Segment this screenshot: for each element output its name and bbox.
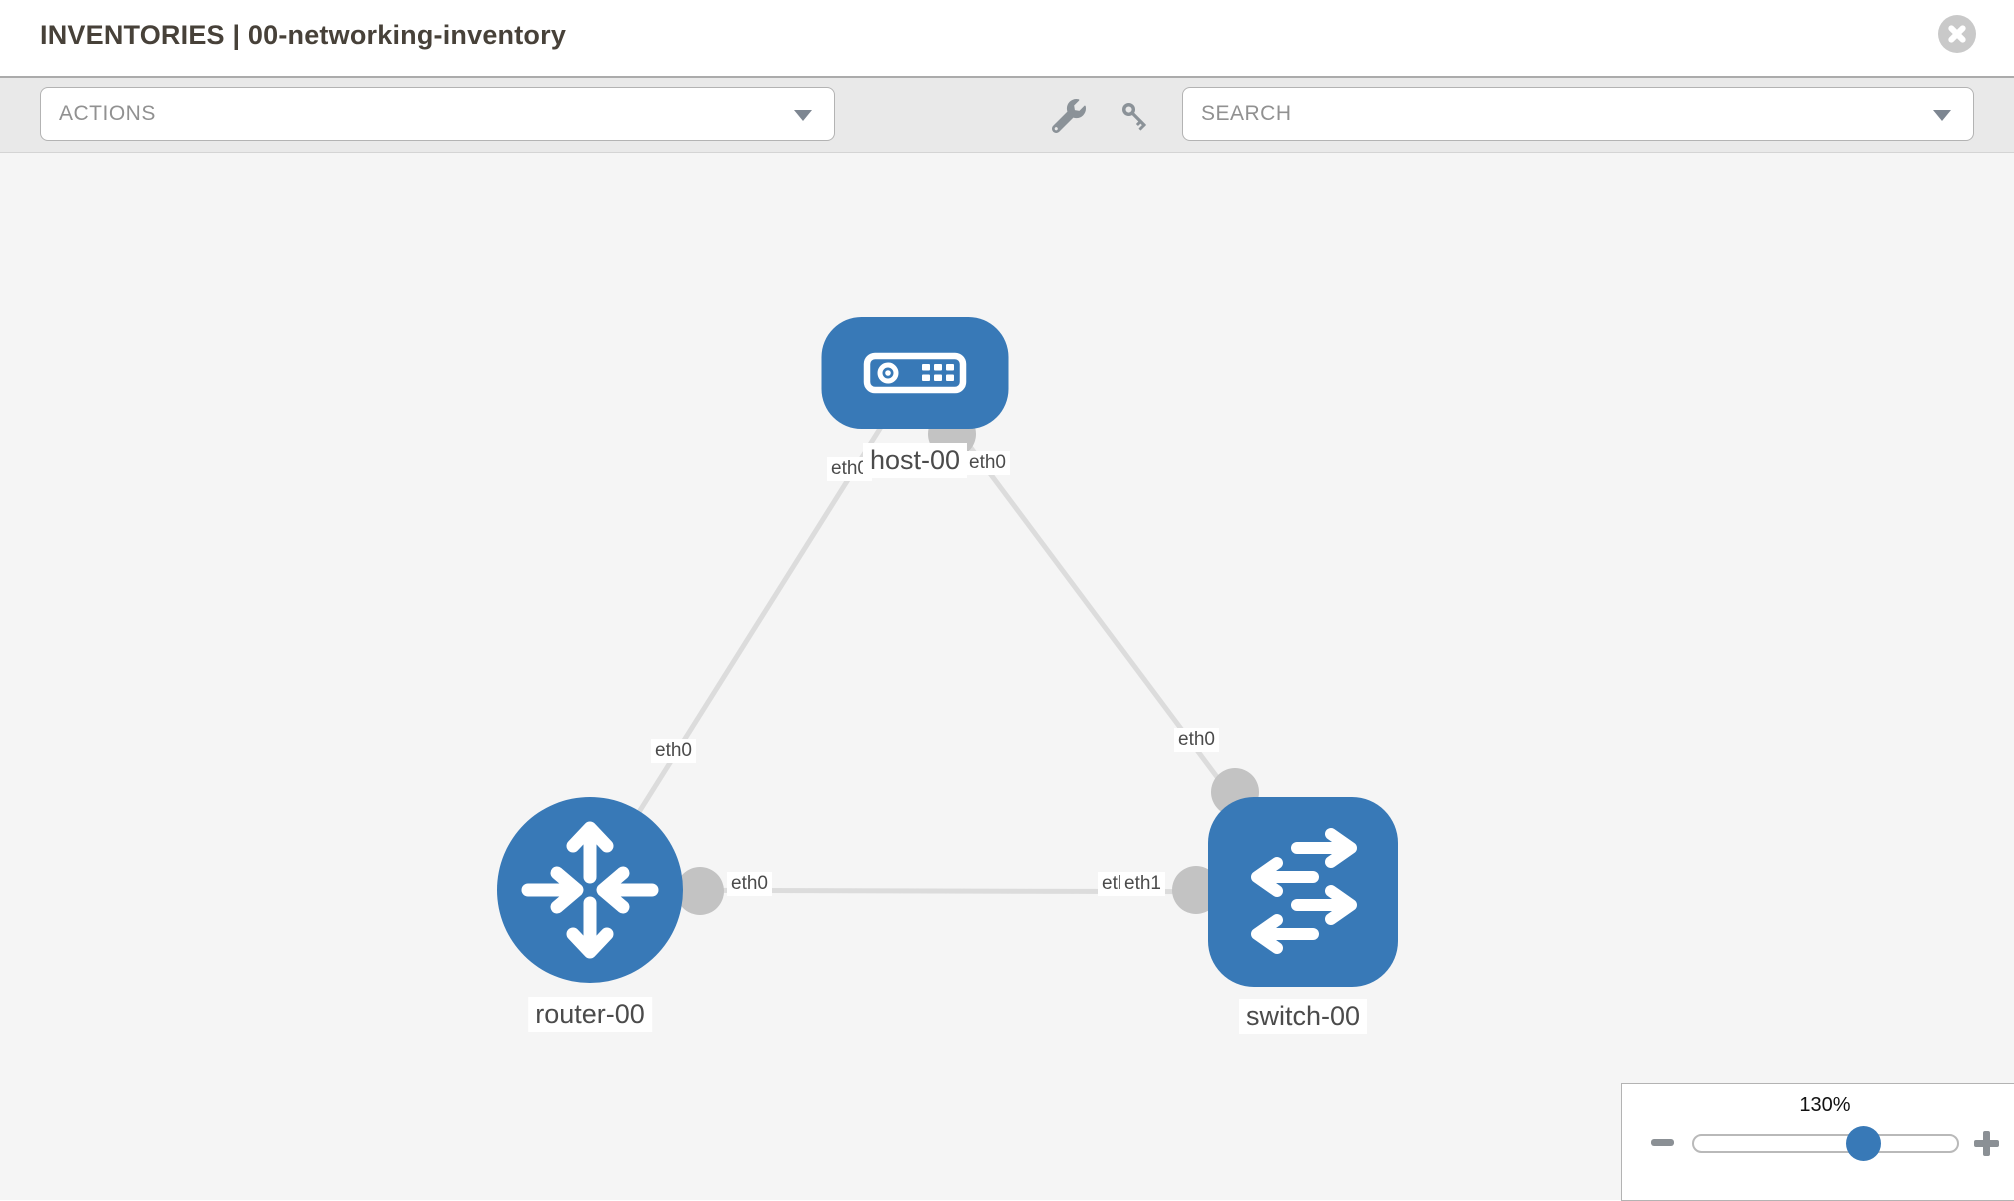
node-label-router-00: router-00 [528,997,652,1032]
header: INVENTORIES | 00-networking-inventory [0,0,2014,76]
close-button[interactable] [1938,15,1976,53]
chevron-down-icon [794,110,812,121]
toolbar: ACTIONS SEARCH [0,76,2014,153]
node-label-switch-00: switch-00 [1238,999,1368,1034]
router-icon [521,821,659,959]
search-placeholder: SEARCH [1201,102,1292,125]
search-dropdown[interactable]: SEARCH [1182,87,1974,141]
interface-label: eth0 [965,451,1010,475]
interface-label: eth0 [727,872,772,896]
node-label-host-00: host-00 [862,443,968,478]
zoom-out-button[interactable] [1651,1139,1674,1146]
chevron-down-icon [1933,110,1951,121]
labels-layer: eth0eth0eth0eth0eth0eth0eth1host-00route… [0,153,2014,1200]
actions-dropdown[interactable]: ACTIONS [40,87,835,141]
zoom-slider-handle[interactable] [1846,1126,1881,1161]
page-title: INVENTORIES | 00-networking-inventory [40,20,567,50]
node-router-00[interactable] [497,797,683,983]
wrench-icon [1052,99,1086,133]
switch-icon [1251,828,1357,954]
zoom-panel: 130% [1621,1083,2014,1201]
key-button[interactable] [1118,99,1152,133]
plus-icon [1983,1131,1990,1156]
host-icon [863,352,967,394]
zoom-slider[interactable] [1692,1134,1959,1153]
topology-svg[interactable] [0,153,2014,1200]
interface-label: eth0 [651,739,696,763]
wrench-button[interactable] [1052,99,1086,133]
node-switch-00[interactable] [1208,797,1398,987]
interface-label: eth1 [1120,872,1165,896]
actions-dropdown-label: ACTIONS [59,102,156,125]
link-endpoint-stub [676,867,724,915]
interface-label: eth0 [1174,728,1219,752]
node-host-00[interactable] [821,317,1009,429]
zoom-level: 130% [1799,1094,1851,1116]
topology-canvas[interactable]: eth0eth0eth0eth0eth0eth0eth1host-00route… [0,153,2014,1201]
zoom-in-button[interactable] [1974,1131,1999,1156]
key-icon [1122,103,1146,131]
